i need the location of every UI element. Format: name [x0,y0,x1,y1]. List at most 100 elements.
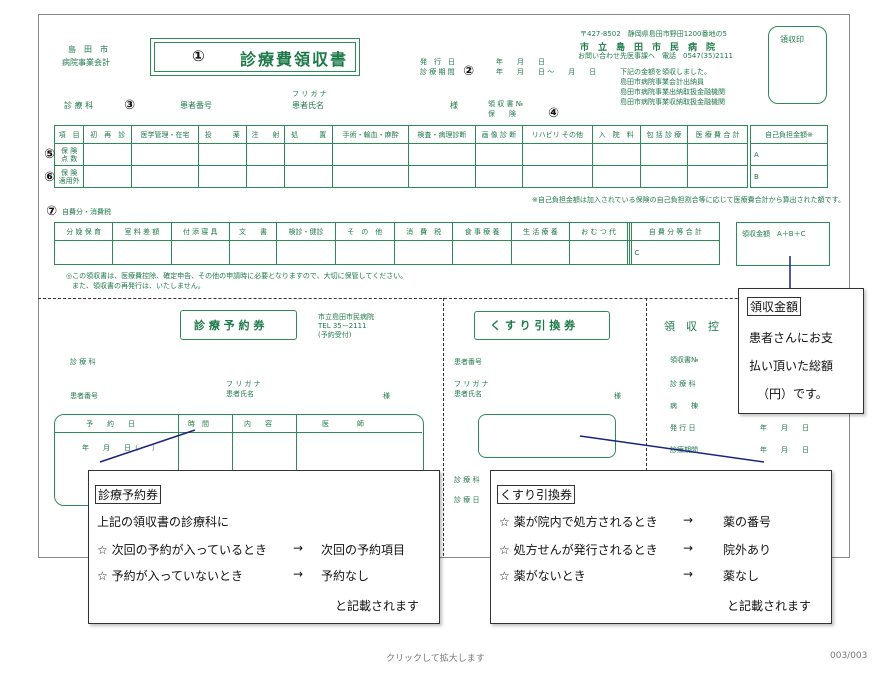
stub-issue-label: 発 行 日 [670,424,696,432]
appointment-title-box [180,310,297,340]
points-cell [284,165,334,188]
callout-appointment-line2b: 予約なし [321,569,370,583]
callout-appointment-line1b: 次回の予約項目 [321,543,406,557]
caution-2: また、領収書の再発行は、いたしません。 [72,282,205,290]
callout-amount-line-1: 患者さんにお支 [749,331,834,345]
marker-3: ③ [124,98,136,113]
medicine-patient-no-label: 患者番号 [454,358,482,366]
points-cell [408,165,476,188]
self-expense-cell [569,240,629,265]
stub-ward-label: 病 棟 [670,402,698,410]
points-header-3: 投 薬 [197,125,247,144]
self-total-c: C [630,240,721,265]
points-cell [591,165,641,188]
points-table: 項 目初 再 診医学管理・在宅投 薬注 射処 置手術・輸血・麻酔検査・病理診断画… [53,125,748,188]
appointment-header-date: 予 約 日 [86,420,135,428]
self-expense-cell [276,240,336,265]
medicine-furigana-label: フ リ ガ ナ [454,380,489,388]
patient-name-label: 患者氏名 [292,101,324,110]
amount-box [736,222,830,266]
stamp-label: 領収印 [780,35,804,44]
callout-medicine-arrow-1: → [683,513,694,527]
medicine-number-box [478,414,616,458]
self-pay-b: B [750,165,828,188]
self-expense-cell [112,240,172,265]
medicine-date-label: 診 療 日 [454,496,480,504]
hospital-name: 市 立 島 田 市 民 病 院 [580,43,716,53]
callout-appointment-line1a: ☆ 次回の予約が入っているとき [97,543,267,557]
stub-period-ymd: 年 月 日 [760,446,809,454]
appointment-row-date: 年 月 日（ ） [82,444,159,452]
marker-4: ④ [548,106,560,121]
self-expense-cell [510,240,571,265]
marker-1: ① [192,47,205,65]
self-expense-cell [53,240,114,265]
furigana-label: フ リ ガ ナ [292,90,327,98]
callout-medicine-line3a: ☆ 薬がないとき [499,569,586,583]
points-header-7: 検査・病理診断 [408,125,476,144]
callout-amount: 領収金額 患者さんにお支 払い頂いた総額 （円）です。 [738,288,864,414]
stamp-box [768,26,827,104]
appointment-dept-label: 診 療 科 [70,358,96,366]
marker-7: ⑦ [46,204,58,219]
callout-medicine-line2b: 院外あり [723,543,772,557]
notice-3: 島田市病院事業出納取扱金融機関 [620,88,725,96]
notice-4: 島田市病院事業収納取扱金融機関 [620,98,725,106]
points-cell [83,165,133,188]
amount-label: 領収金額 A＋B＋C [742,230,806,238]
title-box [150,38,360,76]
points-cell [197,165,247,188]
self-pay-title: 自己負担金額※ [750,125,828,144]
stub-title: 領 収 控 [664,320,719,333]
stub-receipt-no-label: 領収書№ [670,356,699,364]
period-label: 診 療 期 間 [420,68,455,76]
caution-1: ◎この領収書は、医療費控除、確定申告、その他の申請時に必要となりますので、大切に… [66,272,408,280]
footnote-star: ※自己負担金額は加入されている保険の自己負担割合等に応じて医療費合計から算出され… [532,196,845,204]
appointment-header-time: 時 間 [188,420,209,428]
medicine-patient-name-label: 患者氏名 [454,390,482,398]
issue-date-ymd: 年 月 日 [496,58,545,66]
callout-amount-line-3: （円）です。 [757,387,828,401]
patient-sama: 様 [450,101,458,110]
notice-2: 島田市病院事業会計出納員 [620,78,704,86]
callout-amount-line-2: 払い頂いた総額 [749,359,834,373]
appointment-note: (予約受付) [318,331,352,339]
appointment-title: 診 療 予 約 券 [194,319,265,332]
appointment-hospital: 市立島田市民病院 [318,313,374,321]
dept-label: 診 療 科 [64,101,94,110]
callout-appointment-arrow-1: → [293,541,304,555]
callout-amount-title: 領収金額 [747,297,802,316]
issue-date-label: 発 行 日 [420,58,455,66]
org-city: 島 田 市 [68,45,108,54]
appointment-patient-name-label: 患者氏名 [226,390,254,398]
click-to-enlarge-link[interactable]: クリックして拡大します [386,654,485,664]
receipt-no-label: 領 収 書 № [488,100,523,108]
row-uninsured: 保 険 適用外 [53,165,85,188]
callout-medicine: くすり引換券 ☆ 薬が院内で処方されるとき → 薬の番号 ☆ 処方せんが発行され… [490,470,832,624]
appointment-tel: TEL 35－2111 [318,322,367,330]
callout-appointment-arrow-2: → [293,567,304,581]
self-expense-cell [170,240,230,265]
marker-2: ② [463,64,475,79]
callout-appointment-line2a: ☆ 予約が入っていないとき [97,569,243,583]
medicine-dept-label: 診 療 科 [454,476,480,484]
self-expense-cell [228,240,278,265]
self-expense-table: 分 娩 保 育室 料 差 額付 添 寝 具文 書検診・健診そ の 他消 費 税食… [53,222,721,265]
self-expense-title: 自費分・消費税 [62,208,111,216]
callout-appointment: 診療予約券 上記の領収書の診療科に ☆ 次回の予約が入っているとき → 次回の予… [88,470,440,624]
self-pay-table: 自己負担金額※ A B [750,125,828,188]
stub-issue-ymd: 年 月 日 [760,424,809,432]
receipt-sheet[interactable] [38,14,850,558]
points-cell [332,165,410,188]
callout-medicine-arrow-3: → [683,567,694,581]
notice-1: 下記の金額を領収しました。 [620,68,711,76]
insurance-label: 保 険 [488,110,516,118]
hospital-address: 〒427-8502 静岡県島田市野田1200番地の5 [580,30,727,38]
medicine-title-box [474,311,610,340]
row-insurance-points: 保 険 点 数 [53,143,85,166]
hospital-phone: お問い合わせ先医事課へ 電話 0547(35)2111 [578,52,733,60]
medicine-title: く す り 引 換 券 [490,319,576,332]
callout-medicine-title: くすり引換券 [497,485,576,504]
appointment-patient-no-label: 患者番号 [70,392,98,400]
